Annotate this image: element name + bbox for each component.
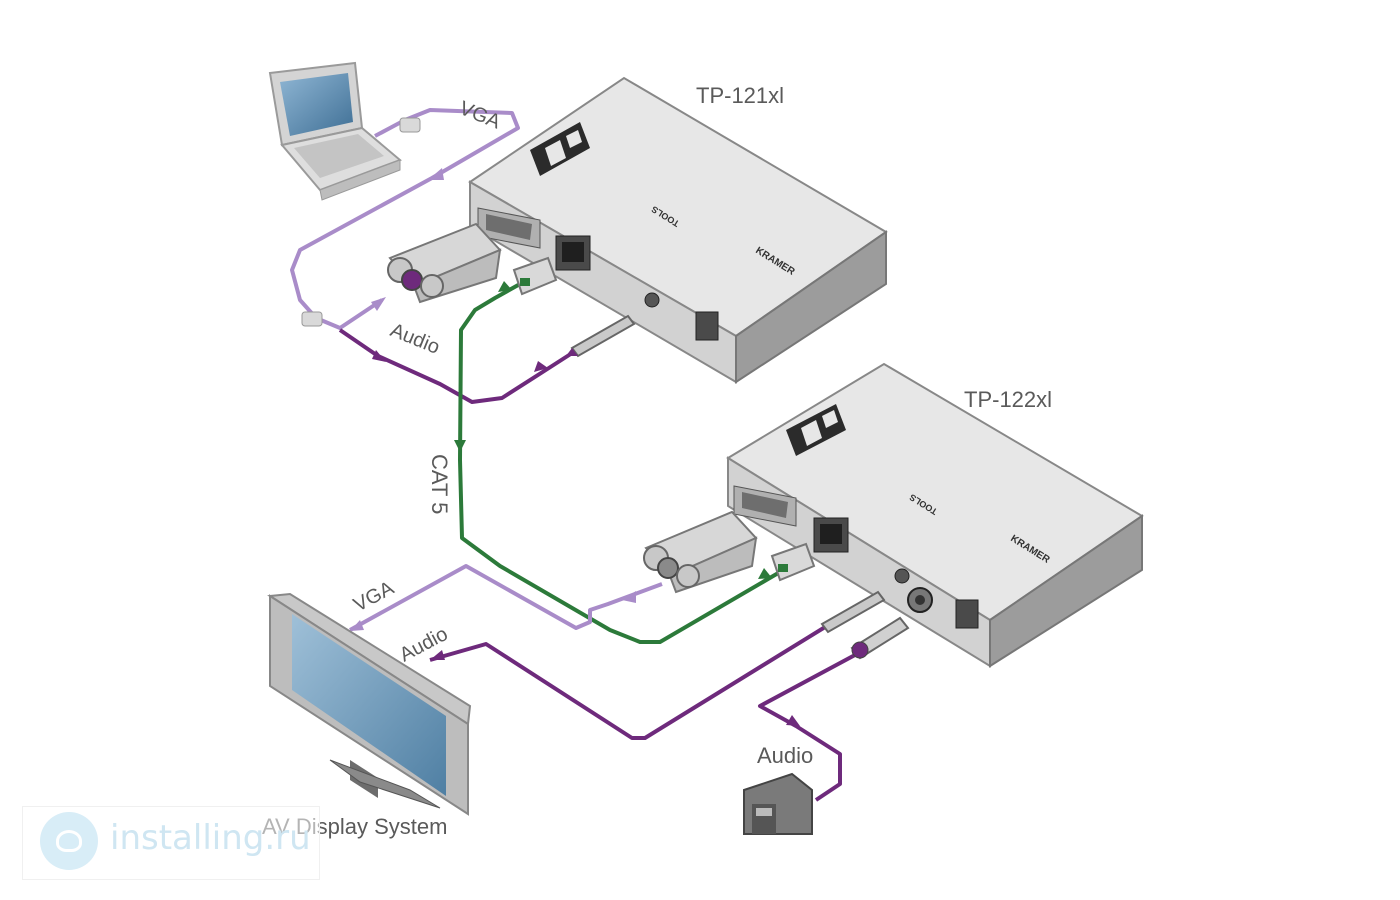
cat5-arrow-down	[454, 440, 466, 452]
vga-input-arrow	[428, 168, 444, 180]
vga-port-icon	[477, 207, 541, 249]
audio-secondary-cable	[758, 646, 869, 802]
audio-jack-icon	[894, 568, 910, 584]
cat5-label: CAT 5	[427, 454, 452, 514]
cat5-arrow-right	[758, 568, 772, 579]
audio-secondary-arrow	[786, 715, 800, 726]
ferrite-bead-icon	[301, 311, 323, 327]
vga-input-label: VGA	[456, 97, 504, 133]
vga-output-cable	[349, 564, 663, 632]
vga-output-arrow	[622, 591, 636, 603]
audio-plug-icon	[566, 314, 636, 358]
audio-secondary-label: Audio	[757, 743, 813, 768]
receiver-label: TP-122xl	[964, 387, 1052, 412]
power-port-icon	[955, 599, 979, 629]
cat5-arrow-up	[498, 281, 512, 292]
ferrite-bead-icon	[399, 117, 421, 133]
vga-port-icon	[733, 485, 797, 527]
vga-connector-icon	[387, 222, 502, 304]
rj45-port-icon	[813, 517, 849, 553]
rj45-port-icon	[555, 235, 591, 271]
vga-connector-icon	[643, 510, 758, 594]
power-port-icon	[695, 311, 719, 341]
rj45-plug-icon	[770, 542, 816, 582]
transmitter-device: KRAMER TOOLS	[468, 76, 888, 384]
audio-output-arrow	[430, 650, 445, 660]
audio-output-cable	[429, 622, 832, 740]
cat5-cable	[458, 282, 782, 644]
transmitter-label: TP-121xl	[696, 83, 784, 108]
vga-input-arrow-2	[371, 297, 386, 311]
audio-input-arrow-2	[534, 361, 548, 372]
vga-output-label: VGA	[350, 577, 398, 617]
audio-device-icon	[743, 772, 813, 835]
rca-plug-icon	[850, 616, 910, 660]
vga-output-arrow-2	[350, 620, 364, 631]
receiver-device: KRAMER TOOLS	[726, 362, 1144, 668]
monitor-icon	[267, 592, 472, 816]
audio-jack-icon	[644, 292, 660, 308]
laptop-icon	[268, 61, 402, 201]
watermark-text: installing.ru	[110, 818, 311, 858]
rj45-plug-icon	[512, 256, 558, 296]
audio-input-arrow	[372, 350, 386, 362]
audio-input-label: Audio	[387, 319, 443, 359]
audio-plug-icon	[820, 590, 886, 634]
watermark-logo-icon	[40, 812, 98, 870]
